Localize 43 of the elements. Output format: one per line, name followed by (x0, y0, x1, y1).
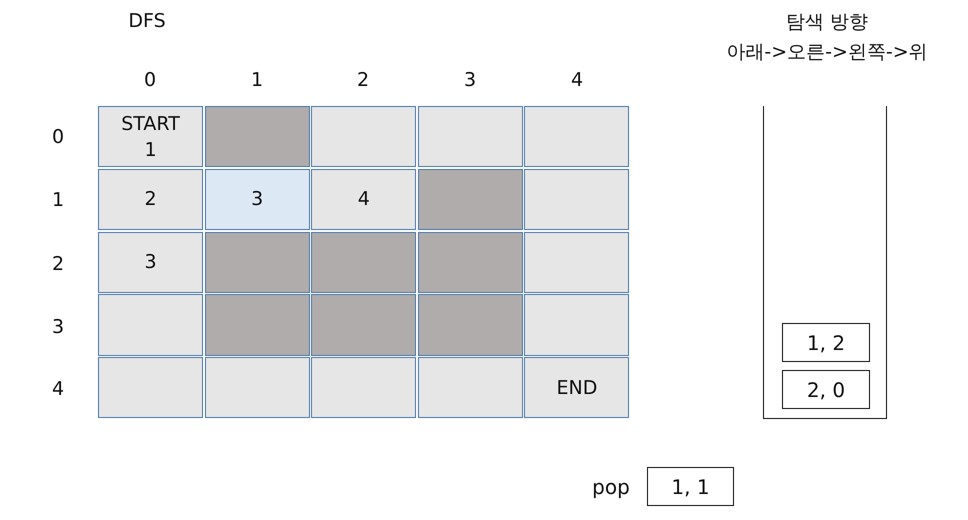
row-number: 4 (52, 378, 64, 400)
column-number: 1 (250, 69, 264, 91)
pop-label: pop (592, 474, 630, 498)
grid-cell: END (524, 357, 630, 418)
row-number: 2 (52, 253, 64, 275)
title: DFS (128, 10, 166, 32)
column-number: 4 (570, 69, 584, 91)
grid-cell (311, 357, 416, 418)
column-number: 0 (144, 69, 156, 91)
grid-cell (418, 357, 523, 418)
grid-cell (418, 106, 523, 168)
wall-cell (418, 232, 523, 293)
column-number: 3 (464, 69, 476, 91)
grid-cell (98, 294, 204, 356)
heading: 탐색 방향 (786, 10, 868, 35)
stack-item-box: 1, 2 (782, 323, 870, 362)
wall-cell (311, 294, 416, 356)
row-number: 0 (52, 126, 64, 148)
grid-cell (204, 357, 310, 418)
wall-cell (418, 168, 523, 230)
grid-cell (98, 357, 204, 418)
popped-item-box: 1, 1 (647, 467, 734, 506)
stack-container (763, 106, 887, 419)
wall-cell (204, 294, 310, 356)
wall-cell (204, 106, 310, 168)
grid-cell: 2 (98, 168, 204, 230)
grid-cell (524, 168, 630, 230)
grid-cell: 4 (311, 168, 416, 230)
grid-cell: 3 (98, 232, 204, 293)
row-number: 1 (52, 189, 64, 211)
column-number: 2 (356, 69, 370, 91)
grid-cell (524, 232, 630, 293)
grid-cell: START 1 (98, 106, 204, 168)
wall-cell (311, 232, 416, 293)
wall-cell (418, 294, 523, 356)
grid-cell (524, 106, 630, 168)
row-number: 3 (52, 316, 64, 338)
grid-cell: 3 (204, 168, 310, 230)
stack-item-box: 2, 0 (782, 370, 870, 409)
grid-cell (311, 106, 416, 168)
wall-cell (204, 232, 310, 293)
heading: 아래->오른->왼쪽->위 (726, 40, 928, 65)
grid-cell (524, 294, 630, 356)
